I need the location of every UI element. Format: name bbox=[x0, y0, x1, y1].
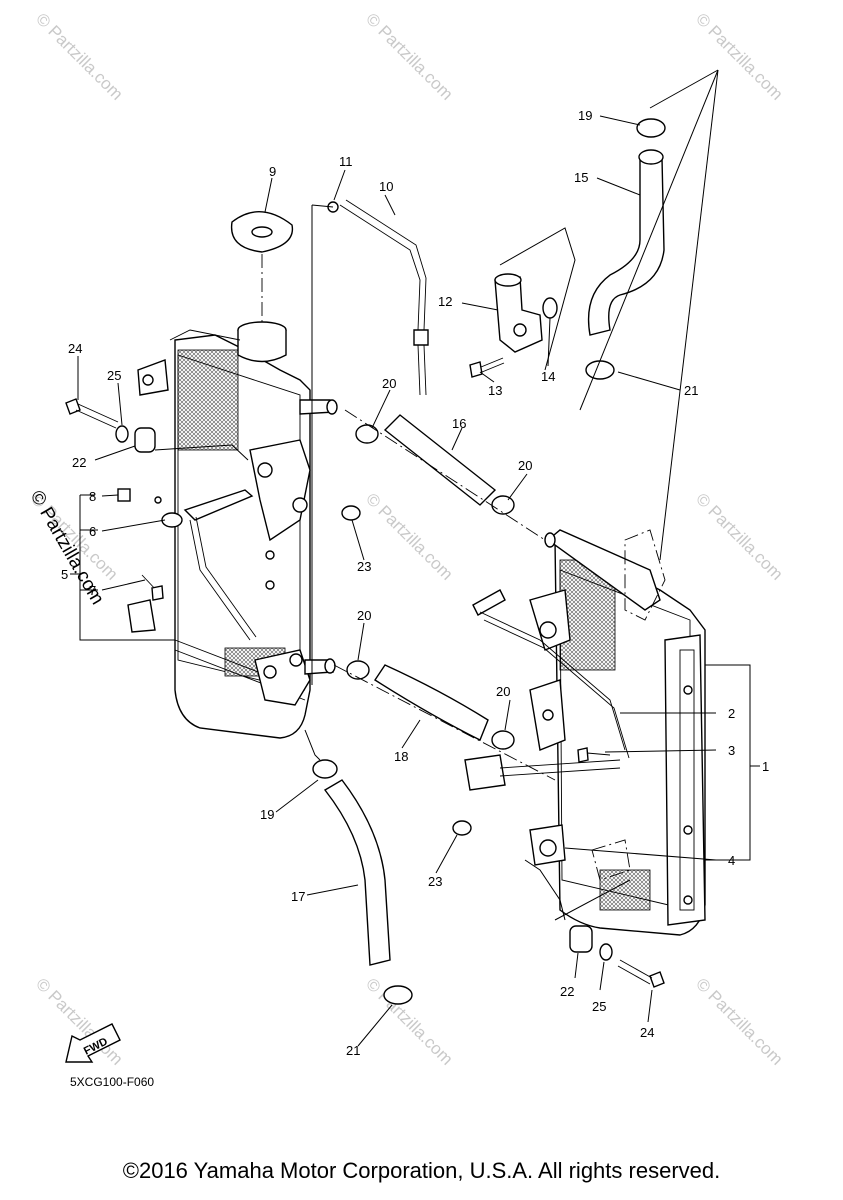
left-radiator bbox=[127, 321, 338, 739]
watermark: © Partzilla.com bbox=[362, 489, 456, 583]
callout-25-right[interactable]: 25 bbox=[592, 999, 606, 1014]
callout-4[interactable]: 4 bbox=[728, 853, 735, 868]
callout-21-top[interactable]: 21 bbox=[684, 383, 698, 398]
part-hose-clamp-19[interactable] bbox=[312, 118, 666, 779]
callout-10[interactable]: 10 bbox=[379, 179, 393, 194]
callout-23-top[interactable]: 23 bbox=[357, 559, 371, 574]
callout-11[interactable]: 11 bbox=[339, 154, 353, 169]
callout-20-d[interactable]: 20 bbox=[496, 684, 510, 699]
callout-12[interactable]: 12 bbox=[438, 294, 452, 309]
callout-19-bottom[interactable]: 19 bbox=[260, 807, 274, 822]
callout-8[interactable]: 8 bbox=[89, 489, 96, 504]
diagram-code: 5XCG100-F060 bbox=[70, 1075, 154, 1089]
callout-17[interactable]: 17 bbox=[291, 889, 305, 904]
callout-labels: 1 2 3 4 5 6 7 8 9 10 11 12 13 14 15 16 1… bbox=[61, 108, 769, 1058]
assembly-lines bbox=[154, 69, 719, 921]
callout-20-b[interactable]: 20 bbox=[518, 458, 532, 473]
callout-23-bottom[interactable]: 23 bbox=[428, 874, 442, 889]
part-radiator-hose-15[interactable] bbox=[587, 149, 665, 336]
part-grommet-22[interactable] bbox=[134, 427, 593, 953]
callout-24-left[interactable]: 24 bbox=[68, 341, 82, 356]
callout-22-left[interactable]: 22 bbox=[72, 455, 86, 470]
callout-3[interactable]: 3 bbox=[728, 743, 735, 758]
callout-2[interactable]: 2 bbox=[728, 706, 735, 721]
group-brackets bbox=[70, 494, 760, 861]
callout-21-bottom[interactable]: 21 bbox=[346, 1043, 360, 1058]
right-radiator bbox=[464, 529, 706, 936]
copyright-notice: ©2016 Yamaha Motor Corporation, U.S.A. A… bbox=[122, 1158, 721, 1183]
part-collar-23[interactable] bbox=[341, 505, 472, 836]
part-screw-3[interactable] bbox=[577, 747, 611, 763]
callout-13[interactable]: 13 bbox=[488, 383, 502, 398]
part-radiator-cap[interactable] bbox=[230, 211, 294, 253]
callout-18[interactable]: 18 bbox=[394, 749, 408, 764]
part-washer-25[interactable] bbox=[115, 425, 613, 961]
callout-25-left[interactable]: 25 bbox=[107, 368, 121, 383]
callout-20-c[interactable]: 20 bbox=[357, 608, 371, 623]
part-radiator-hose-16[interactable] bbox=[383, 414, 497, 506]
watermark: © Partzilla.com bbox=[692, 9, 786, 103]
callout-5[interactable]: 5 bbox=[61, 567, 68, 582]
callout-15[interactable]: 15 bbox=[574, 170, 588, 185]
callout-22-right[interactable]: 22 bbox=[560, 984, 574, 999]
part-nut-8[interactable] bbox=[117, 488, 162, 504]
callout-7[interactable]: 7 bbox=[89, 583, 96, 598]
part-screw-7[interactable] bbox=[141, 574, 164, 601]
part-bolt-13[interactable] bbox=[469, 357, 505, 378]
watermark: © Partzilla.com bbox=[692, 489, 786, 583]
callout-19-top[interactable]: 19 bbox=[578, 108, 592, 123]
part-breather-hose[interactable] bbox=[339, 199, 429, 396]
leader-lines bbox=[77, 115, 717, 1047]
part-radiator-hose-18[interactable] bbox=[374, 664, 489, 741]
part-radiator-hose-17[interactable] bbox=[323, 779, 391, 966]
part-bolt-24[interactable] bbox=[65, 398, 665, 988]
part-hose-clamp-21[interactable] bbox=[383, 360, 615, 1005]
watermark: © Partzilla.com bbox=[362, 9, 456, 103]
part-hose-clamp-20[interactable] bbox=[346, 424, 515, 750]
callout-20-a[interactable]: 20 bbox=[382, 376, 396, 391]
callout-16[interactable]: 16 bbox=[452, 416, 466, 431]
callout-24-right[interactable]: 24 bbox=[640, 1025, 654, 1040]
callout-1[interactable]: 1 bbox=[762, 759, 769, 774]
callout-9[interactable]: 9 bbox=[269, 164, 276, 179]
watermark: © Partzilla.com bbox=[32, 9, 126, 103]
callout-6[interactable]: 6 bbox=[89, 524, 96, 539]
part-o-ring[interactable] bbox=[542, 297, 558, 319]
callout-14[interactable]: 14 bbox=[541, 369, 555, 384]
part-water-pipe[interactable] bbox=[494, 273, 543, 353]
watermark: © Partzilla.com bbox=[692, 974, 786, 1068]
watermark: © Partzilla.com bbox=[362, 974, 456, 1068]
